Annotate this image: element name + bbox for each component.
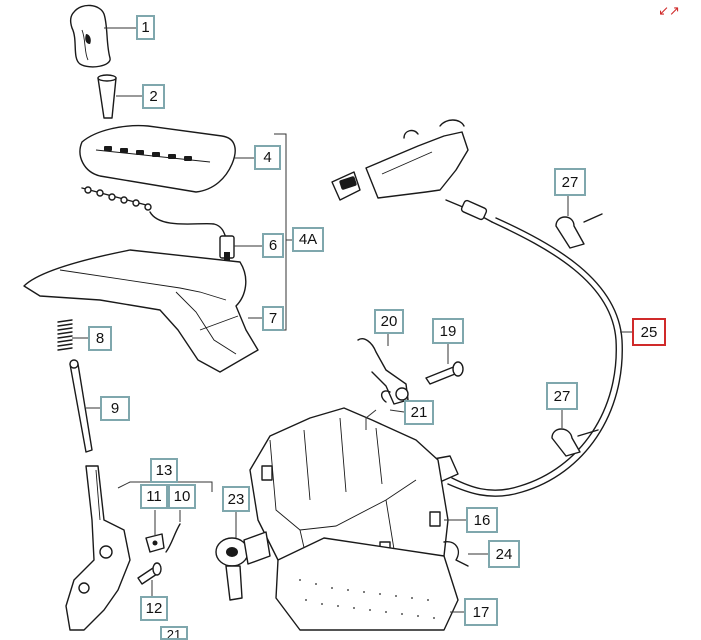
leader-lines [72,27,632,613]
part-shift-knob [69,4,111,68]
part-cable-clip-lower [551,428,599,457]
callout-17[interactable]: 17 [464,598,498,626]
part-cable-clip-upper [555,213,603,249]
part-spring [57,319,73,351]
part-selector-cover [79,124,236,193]
callout-4[interactable]: 4 [254,145,281,170]
part-selector-base [275,537,459,631]
part-knob-sleeve [97,74,117,119]
part-trim-panel [23,249,259,373]
callout-9[interactable]: 9 [100,396,130,421]
callout-27-lower[interactable]: 27 [546,382,578,410]
part-retaining-clip [443,541,469,567]
part-detent-clip [145,533,165,553]
callout-13[interactable]: 13 [150,458,178,483]
callout-21[interactable]: 21 [404,400,434,425]
part-lever-pin [425,361,464,385]
callout-16[interactable]: 16 [466,507,498,533]
part-pin-bolt [137,562,162,585]
callout-12[interactable]: 12 [140,596,168,621]
callout-4a[interactable]: 4A [292,227,324,252]
part-lock-lever [357,338,409,405]
callout-27-upper[interactable]: 27 [554,168,586,196]
expand-arrows-icon[interactable]: ↙↗ [658,3,680,19]
part-spring-clip [165,523,181,553]
callout-11[interactable]: 11 [140,484,168,509]
part-light-strip-wiring [81,186,235,262]
callout-6[interactable]: 6 [262,233,284,258]
callout-2[interactable]: 2 [142,84,165,109]
callout-23[interactable]: 23 [222,486,250,512]
callout-24[interactable]: 24 [488,540,520,568]
part-selector-cable [427,199,623,497]
callout-8[interactable]: 8 [88,326,112,351]
callout-25-highlighted[interactable]: 25 [632,318,666,346]
callout-20[interactable]: 20 [374,309,404,334]
callout-cutoff[interactable]: 21 [160,626,188,640]
part-ignition-lock [331,119,469,201]
part-shift-rod [69,359,93,453]
callout-1[interactable]: 1 [136,15,155,40]
callout-19[interactable]: 19 [432,318,464,344]
callout-10[interactable]: 10 [168,484,196,509]
part-shift-lever-assembly [65,465,131,631]
part-lock-solenoid [215,531,271,601]
callout-7[interactable]: 7 [262,306,284,331]
part-circlip [380,390,391,403]
